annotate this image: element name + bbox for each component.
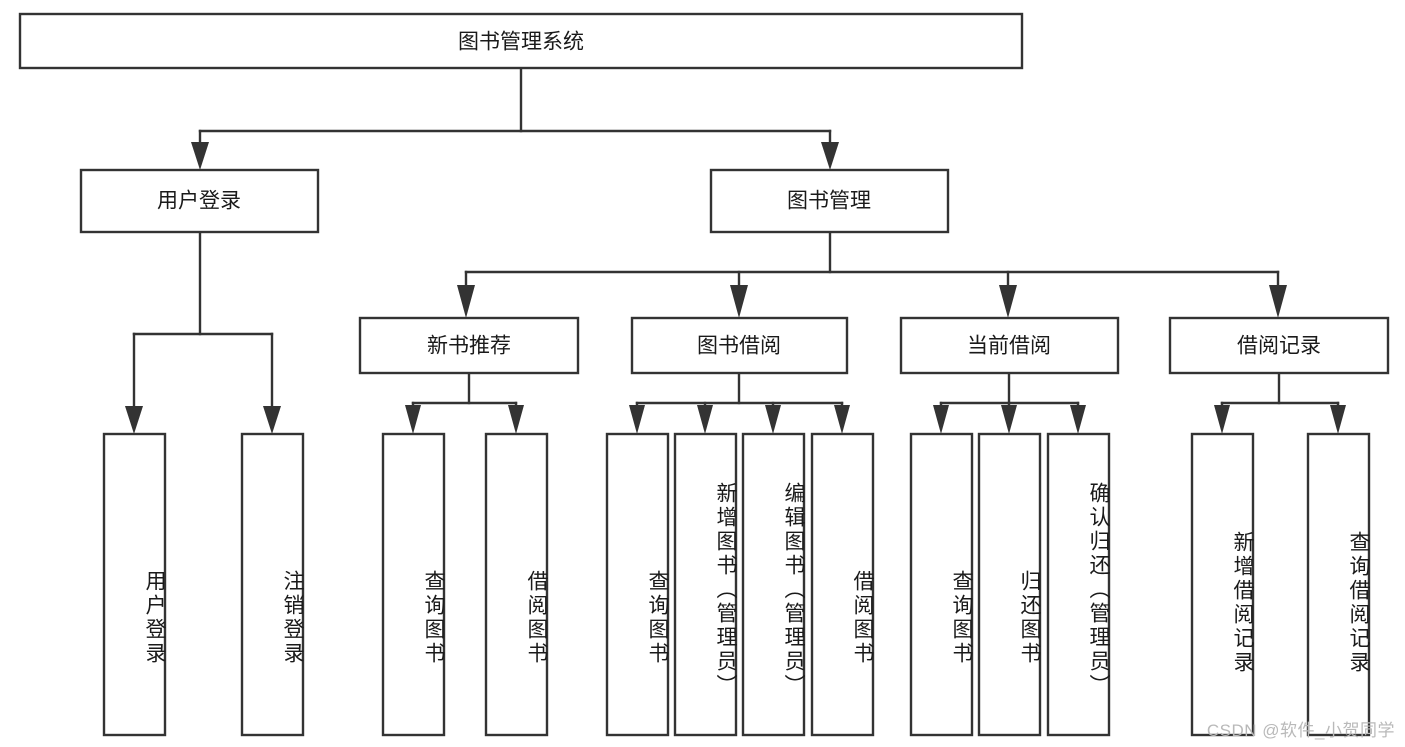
node-leaf-borrow-edit[interactable] (741, 432, 806, 737)
node-book-borrow[interactable] (630, 316, 849, 375)
arrow-to-leaf-rec-add (1214, 405, 1230, 434)
arrow-to-leaf-cur-return (1001, 405, 1017, 434)
node-layer: 图书管理系统 用户登录 图书管理 新书推荐 图书借阅 当前借阅 借阅记录 (18, 12, 1390, 737)
node-root-label: 图书管理系统 (458, 31, 584, 54)
arrow-to-leaf-rec-borrow (508, 405, 524, 434)
node-book-borrow-label: 图书借阅 (697, 335, 781, 358)
node-book-manage[interactable] (709, 168, 950, 234)
arrow-to-current-borrow (999, 285, 1017, 318)
node-user-login[interactable] (79, 168, 320, 234)
node-borrow-record-label: 借阅记录 (1237, 335, 1321, 358)
arrow-to-borrow-record (1269, 285, 1287, 318)
arrow-to-leaf-user-logout (263, 406, 281, 434)
node-leaf-cur-query[interactable] (909, 432, 974, 737)
arrow-to-leaf-cur-confirm (1070, 405, 1086, 434)
node-new-book-rec-label: 新书推荐 (427, 335, 511, 358)
connector-layer (125, 66, 1346, 434)
node-leaf-borrow-add[interactable] (673, 432, 738, 737)
arrow-to-leaf-user-login (125, 406, 143, 434)
node-root[interactable] (18, 12, 1024, 70)
node-current-borrow[interactable] (899, 316, 1120, 375)
arrow-to-new-book-rec (457, 285, 475, 318)
node-leaf-user-login[interactable] (102, 432, 167, 737)
arrow-to-leaf-borrow-lend (834, 405, 850, 434)
arrow-to-leaf-borrow-edit (765, 405, 781, 434)
arrow-to-leaf-borrow-query (629, 405, 645, 434)
node-book-manage-label: 图书管理 (787, 190, 871, 213)
node-leaf-cur-return[interactable] (977, 432, 1042, 737)
node-leaf-rec-search[interactable] (1306, 432, 1371, 737)
arrow-to-book-manage (821, 142, 839, 170)
arrow-to-book-borrow (730, 285, 748, 318)
arrow-to-leaf-rec-query (405, 405, 421, 434)
arrow-to-user-login (191, 142, 209, 170)
node-current-borrow-label: 当前借阅 (967, 335, 1051, 358)
node-leaf-borrow-query[interactable] (605, 432, 670, 737)
arrow-to-leaf-cur-query (933, 405, 949, 434)
node-borrow-record[interactable] (1168, 316, 1390, 375)
node-leaf-rec-borrow[interactable] (484, 432, 549, 737)
arrow-to-leaf-borrow-add (697, 405, 713, 434)
node-leaf-rec-query[interactable] (381, 432, 446, 737)
arrow-to-leaf-rec-search (1330, 405, 1346, 434)
node-leaf-cur-confirm[interactable] (1046, 432, 1111, 737)
node-leaf-user-logout[interactable] (240, 432, 305, 737)
node-leaf-borrow-lend[interactable] (810, 432, 875, 737)
node-user-login-label: 用户登录 (157, 190, 241, 213)
node-new-book-rec[interactable] (358, 316, 580, 375)
node-leaf-rec-add[interactable] (1190, 432, 1255, 737)
